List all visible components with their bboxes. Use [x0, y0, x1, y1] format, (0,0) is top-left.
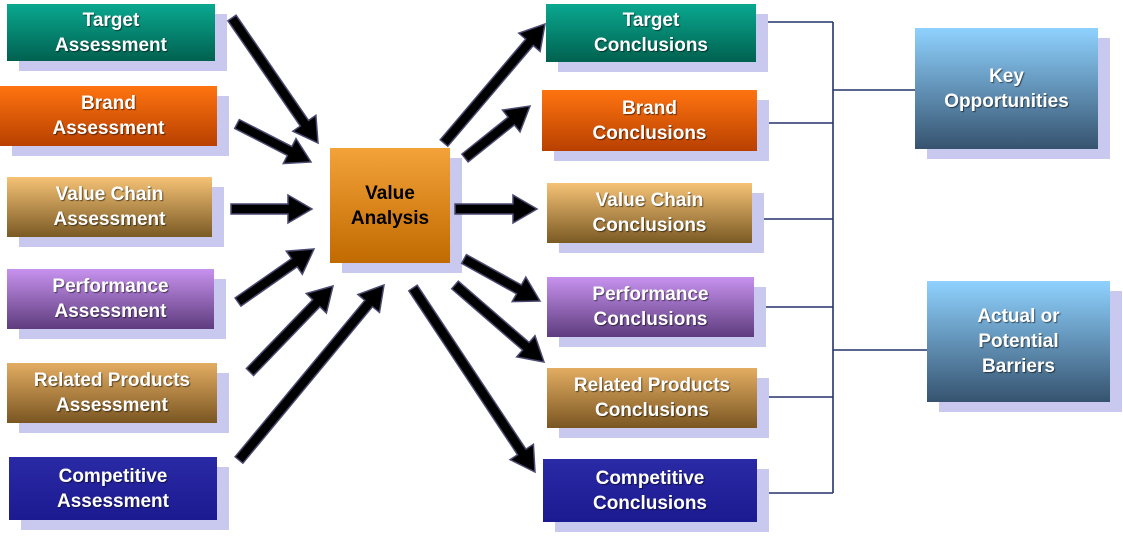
related-products-conclusion-label: Related Products Conclusions — [573, 375, 731, 421]
key-opportunities-outcome-box: Key Opportunities — [915, 28, 1098, 149]
arrow-competitive-to-value — [234, 283, 385, 465]
arrow-brand-to-value — [233, 118, 313, 165]
brand-assessment-box: Brand Assessment — [0, 86, 217, 146]
arrow-value-to-target — [439, 22, 546, 148]
target-conclusion-label: Target Conclusions — [593, 10, 708, 56]
arrow-value-to-brand — [460, 105, 532, 163]
related-products-assessment-label: Related Products Assessment — [33, 370, 191, 416]
brand-conclusion-label: Brand Conclusions — [592, 97, 707, 144]
arrow-value-to-value-chain — [454, 193, 539, 225]
barriers-outcome-label: Actual or Potential Barriers — [977, 306, 1060, 377]
target-conclusion-box: Target Conclusions — [546, 4, 756, 62]
value-analysis-box: Value Analysis — [330, 148, 450, 263]
competitive-assessment-label: Competitive Assessment — [57, 465, 169, 512]
competitive-conclusion-label: Competitive Conclusions — [592, 467, 707, 514]
brand-assessment-label: Brand Assessment — [52, 93, 165, 139]
performance-assessment-box: Performance Assessment — [7, 269, 214, 329]
value-chain-assessment-label: Value Chain Assessment — [53, 184, 166, 230]
arrow-value-chain-to-value — [230, 193, 314, 225]
performance-conclusion-label: Performance Conclusions — [592, 284, 709, 330]
performance-conclusion-box: Performance Conclusions — [547, 277, 754, 337]
arrow-value-to-related — [450, 280, 546, 363]
arrow-related-to-value — [245, 284, 335, 377]
value-chain-conclusion-label: Value Chain Conclusions — [592, 190, 707, 236]
performance-assessment-label: Performance Assessment — [52, 276, 169, 322]
barriers-outcome-box: Actual or Potential Barriers — [927, 281, 1110, 402]
brand-conclusion-box: Brand Conclusions — [542, 90, 757, 151]
arrow-performance-to-value — [234, 248, 316, 308]
arrow-target-to-value — [226, 14, 319, 145]
related-products-conclusion-box: Related Products Conclusions — [547, 368, 757, 428]
target-assessment-label: Target Assessment — [55, 9, 167, 56]
key-opportunities-outcome-label: Key Opportunities — [944, 65, 1069, 112]
value-chain-conclusion-box: Value Chain Conclusions — [547, 183, 752, 243]
arrow-value-to-performance — [460, 253, 542, 303]
competitive-assessment-box: Competitive Assessment — [9, 457, 217, 520]
arrow-value-to-competitive — [407, 284, 536, 474]
value-analysis-label: Value Analysis — [350, 182, 430, 229]
value-chain-assessment-box: Value Chain Assessment — [7, 177, 212, 237]
competitive-conclusion-box: Competitive Conclusions — [543, 459, 757, 522]
target-assessment-box: Target Assessment — [7, 4, 215, 61]
related-products-assessment-box: Related Products Assessment — [7, 363, 217, 423]
